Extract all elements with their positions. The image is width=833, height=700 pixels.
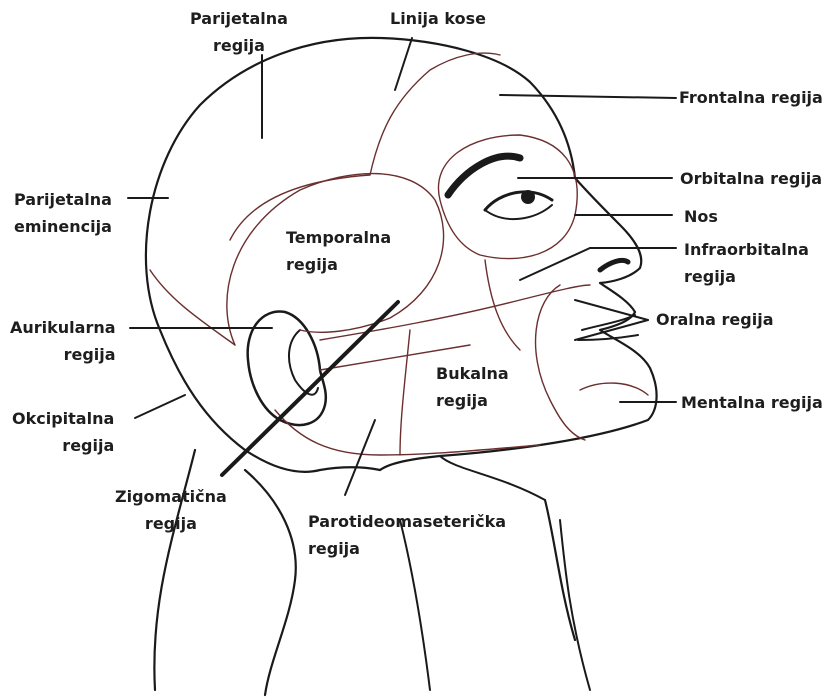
eyebrow — [448, 156, 520, 195]
leader-linija-kose — [395, 38, 412, 90]
chin-region — [536, 285, 585, 440]
label-okcipitalna-regija: Okcipitalnaregija — [12, 405, 114, 459]
hairline — [370, 53, 500, 175]
leader-oralna — [575, 300, 648, 320]
leader-okcipitalna — [135, 395, 185, 418]
label-aurikularna-regija: Aurikularnaregija — [10, 314, 116, 368]
buccal-region — [320, 285, 590, 340]
eye-lower — [485, 205, 552, 219]
leader-infraorbitalna — [520, 248, 590, 280]
leader-parotideo — [345, 420, 375, 495]
mental-line — [580, 383, 648, 395]
neck-back — [245, 470, 296, 695]
leader-frontalna — [500, 95, 676, 98]
label-parijetalna-regija: Parijetalnaregija — [190, 5, 288, 59]
label-parotideomaseterička-regija: Parotideomaseteričkaregija — [308, 508, 506, 562]
label-nos: Nos — [684, 203, 718, 230]
label-linija-kose: Linija kose — [390, 5, 486, 32]
label-oralna-regija: Oralna regija — [656, 306, 774, 333]
label-bukalna-regija: Bukalnaregija — [436, 360, 509, 414]
eye-upper — [485, 192, 552, 210]
neck-inner — [440, 456, 545, 500]
nostril — [600, 260, 628, 270]
label-orbitalna-regija: Orbitalna regija — [680, 165, 822, 192]
buccal-lower — [400, 330, 410, 455]
neck-front2 — [560, 520, 590, 690]
face-profile — [380, 178, 657, 470]
parotid-line — [275, 410, 540, 455]
eye-pupil — [521, 190, 535, 204]
label-infraorbitalna-regija: Infraorbitalnaregija — [684, 236, 809, 290]
label-parijetalna-eminencija: Parijetalnaeminencija — [14, 186, 112, 240]
label-mentalna-regija: Mentalna regija — [681, 389, 823, 416]
label-zigomaticna-regija: Zigomatičnaregija — [115, 483, 227, 537]
occipital-line — [150, 270, 235, 345]
label-temporalna-regija: Temporalnaregija — [286, 224, 391, 278]
label-frontalna-regija: Frontalna regija — [679, 84, 823, 111]
